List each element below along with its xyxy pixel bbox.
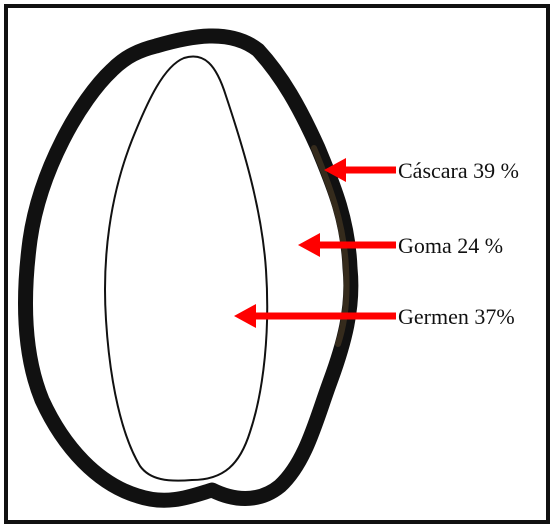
label-germen: Germen 37%	[398, 304, 515, 329]
label-goma: Goma 24 %	[398, 233, 503, 258]
label-cascara: Cáscara 39 %	[398, 158, 519, 183]
